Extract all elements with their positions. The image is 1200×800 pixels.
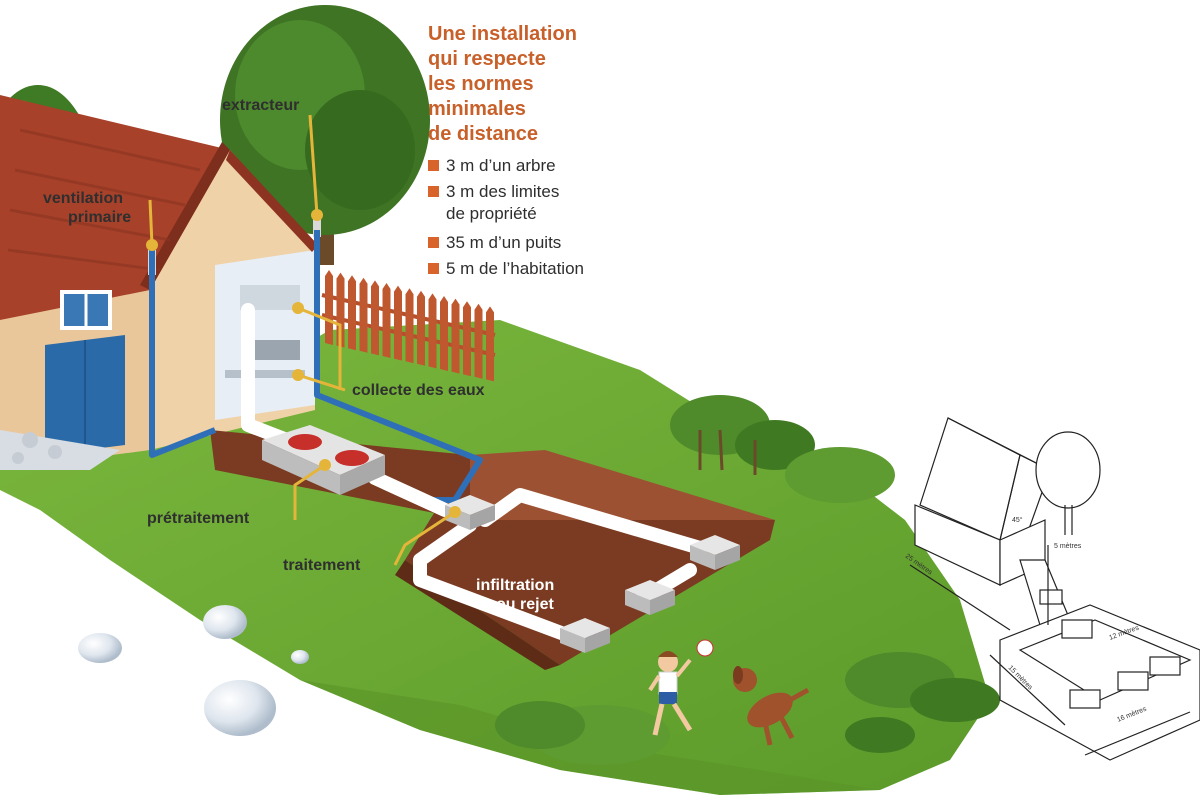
legend-item: 3 m d’un arbre [446, 156, 556, 175]
water-drops [78, 605, 309, 736]
legend-item: 3 m des limites [446, 182, 559, 201]
fence-picket [371, 280, 379, 356]
distribution-box [625, 580, 675, 615]
label-ou-rejet: ou rejet [496, 596, 554, 613]
callout-lines [148, 114, 456, 566]
fence-picket [394, 285, 402, 361]
fence-picket [348, 275, 356, 351]
fence-picket [382, 283, 391, 358]
label-ventilation: ventilation [43, 190, 123, 207]
legend-bullet [428, 237, 439, 248]
fence-picket [474, 303, 483, 379]
fence-picket [451, 298, 460, 374]
label-traitement: traitement [283, 557, 361, 574]
callout-dots [146, 209, 461, 518]
tree-behind-house [220, 5, 430, 265]
sketch-5m: 5 mètres [1054, 543, 1082, 550]
fence-picket [359, 277, 368, 353]
legend-title-line: les normes [428, 73, 534, 95]
fence-picket [417, 290, 425, 366]
distance-sketch [909, 417, 1200, 761]
fence-picket [486, 306, 494, 382]
fence-picket [463, 301, 471, 377]
boy [648, 651, 693, 736]
label-pretraitement: prétraitement [147, 510, 250, 527]
fence-picket [405, 288, 414, 364]
legend-bullet [428, 160, 439, 171]
sketch-angle: 45° [1012, 516, 1023, 524]
legend-bullet [428, 186, 439, 197]
septic-tank [262, 425, 385, 495]
ball [696, 639, 714, 657]
small-trees [698, 429, 757, 475]
label-collecte: collecte des eaux [352, 382, 485, 399]
distribution-box [560, 618, 610, 653]
dog [733, 666, 810, 746]
label-extracteur: extracteur [222, 97, 299, 114]
distance-legend: Une installation qui respecte les normes… [428, 23, 584, 278]
ventilation-pipes [149, 230, 483, 503]
fence-picket [428, 293, 437, 369]
distribution-box [690, 535, 740, 570]
legend-item: 35 m d’un puits [446, 233, 561, 252]
house [0, 95, 321, 470]
legend-title-line: Une installation [428, 23, 577, 45]
label-infiltration: infiltration [476, 577, 554, 594]
fence-picket [325, 270, 333, 345]
legend-title-line: minimales [428, 98, 526, 120]
driveway-stones [0, 430, 120, 470]
legend-bullet [428, 263, 439, 274]
label-primaire: primaire [68, 209, 131, 226]
legend-title-line: de distance [428, 123, 538, 145]
fence-picket [440, 296, 448, 371]
legend-item-cont: de propriété [446, 204, 537, 223]
legend-item: 5 m de l’habitation [446, 259, 584, 278]
legend-title-line: qui respecte [428, 48, 546, 70]
fence [321, 270, 496, 382]
